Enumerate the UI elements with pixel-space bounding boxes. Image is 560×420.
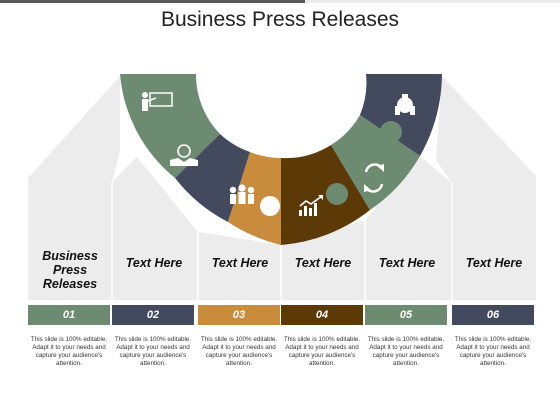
top-accent-bar-dark bbox=[0, 0, 305, 3]
step-description-1: This slide is 100% editable. Adapt it to… bbox=[30, 336, 108, 367]
background-panels bbox=[28, 76, 536, 300]
step-label-2: Text Here bbox=[125, 256, 183, 270]
step-description-5: This slide is 100% editable. Adapt it to… bbox=[367, 336, 445, 367]
step-number-4: 04 bbox=[281, 305, 363, 325]
puzzle-knob-1 bbox=[153, 119, 175, 141]
step-description-6: This slide is 100% editable. Adapt it to… bbox=[454, 336, 532, 367]
panel-3 bbox=[198, 232, 281, 300]
puzzle-piece-6 bbox=[360, 74, 442, 156]
puzzle-piece-4 bbox=[281, 145, 370, 245]
panel-1 bbox=[28, 76, 120, 300]
step-number-2: 02 bbox=[112, 305, 194, 325]
step-label-5: Text Here bbox=[378, 256, 436, 270]
growth-chart-icon bbox=[299, 195, 323, 216]
panel-5 bbox=[365, 156, 452, 300]
presentation-icon bbox=[142, 92, 173, 111]
panel-6 bbox=[436, 76, 536, 300]
top-accent-bar bbox=[0, 0, 560, 3]
puzzle-knob-5b bbox=[380, 121, 402, 143]
money-bag-icon bbox=[395, 94, 415, 115]
puzzle-piece-3 bbox=[228, 152, 281, 245]
step-number-6: 06 bbox=[452, 305, 534, 325]
step-label-6: Text Here bbox=[465, 256, 523, 270]
step-number-1: 01 bbox=[28, 305, 110, 325]
page-title: Business Press Releases bbox=[160, 8, 400, 31]
cycle-arrows-icon bbox=[364, 163, 384, 193]
step-number-5: 05 bbox=[365, 305, 447, 325]
icons bbox=[142, 92, 415, 216]
step-label-1: Business Press Releases bbox=[42, 249, 98, 291]
puzzle-knob-2 bbox=[199, 175, 221, 197]
step-label-3: Text Here bbox=[211, 256, 269, 270]
step-description-2: This slide is 100% editable. Adapt it to… bbox=[114, 336, 192, 367]
puzzle-socket-3 bbox=[260, 196, 280, 216]
step-description-4: This slide is 100% editable. Adapt it to… bbox=[283, 336, 361, 367]
puzzle-knob-5 bbox=[326, 183, 348, 205]
step-number-3: 03 bbox=[198, 305, 280, 325]
step-description-3: This slide is 100% editable. Adapt it to… bbox=[200, 336, 278, 367]
panel-2 bbox=[112, 157, 198, 300]
team-icon bbox=[229, 184, 255, 204]
puzzle-piece-5 bbox=[331, 115, 420, 210]
step-label-4: Text Here bbox=[294, 256, 352, 270]
handshake-icon bbox=[170, 144, 198, 166]
